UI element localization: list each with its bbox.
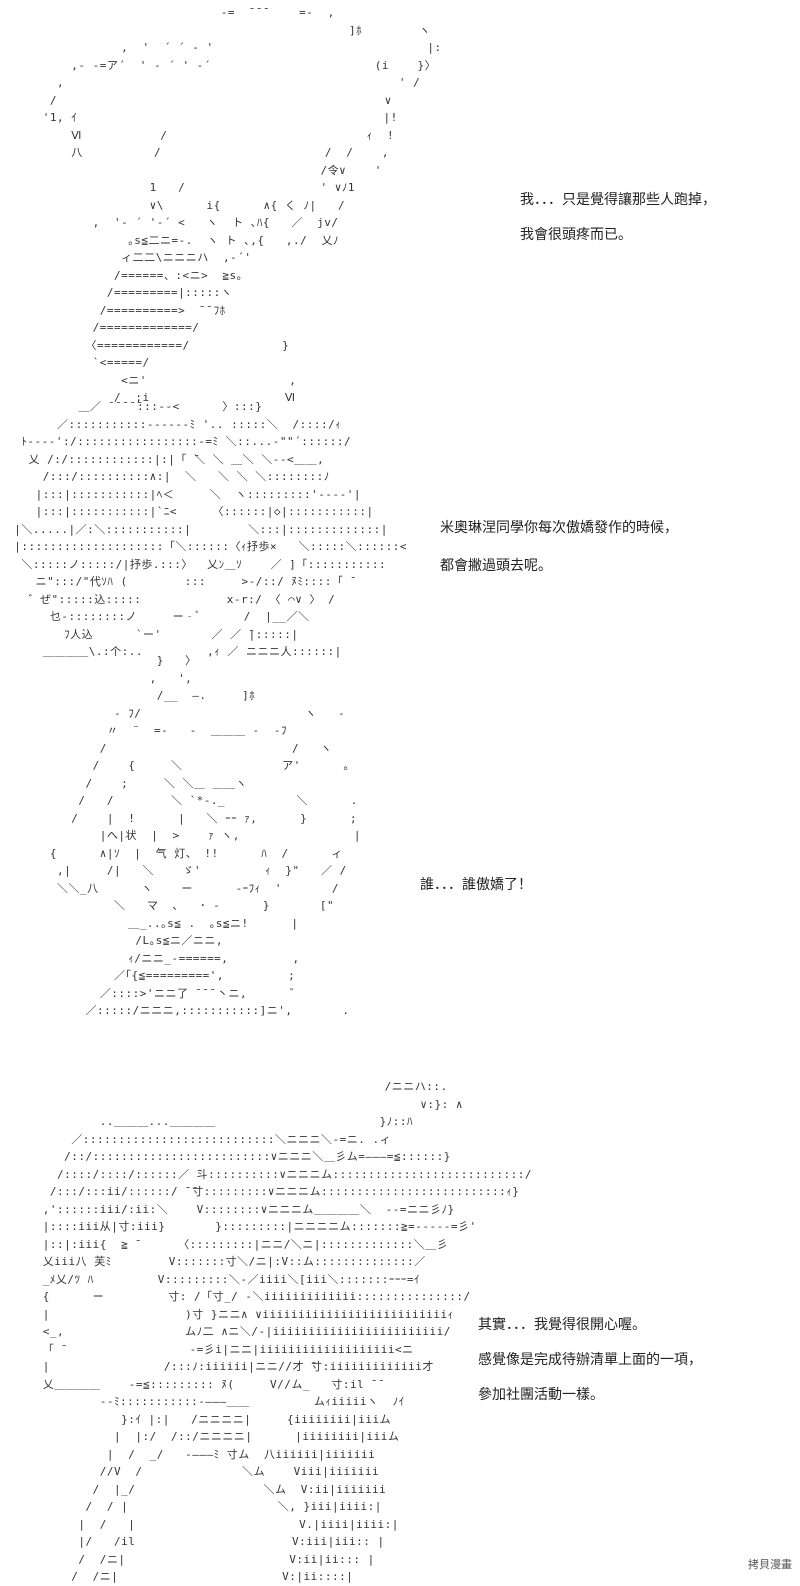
dialogue-line: 誰．．．誰傲嬌了！ (420, 877, 532, 893)
dialogue-panel-2: 米奧琳涅同學你每次傲嬌發作的時候， 都會撇過頭去呢。 (440, 509, 678, 585)
dialogue-panel-1: 我．．．只是覺得讓那些人跑掉， 我會很頭疼而已。 (520, 183, 716, 253)
ascii-art-panel-4: /ニニハ::. ∨:}: ∧ ..＿＿＿...＿＿＿＿ }ﾉ::ﾊ ／:::::… (42, 1080, 532, 1583)
dialogue-line: 米奧琳涅同學你每次傲嬌發作的時候， (440, 520, 678, 536)
dialogue-line: 都會撇過頭去呢。 (440, 558, 552, 574)
dialogue-line: 感覺像是完成待辦清單上面的一項， (478, 1352, 702, 1368)
dialogue-line: 我．．．只是覺得讓那些人跑掉， (520, 192, 716, 208)
dialogue-panel-3: 誰．．．誰傲嬌了！ (420, 868, 532, 903)
ascii-art-panel-3: } 〉 , ', /__ ―. ]ﾎ - ﾌ/ ヽ - 〃 ¨ =- - ＿＿＿… (49, 654, 362, 1017)
dialogue-line: 參加社團活動一樣。 (478, 1387, 604, 1403)
watermark: 拷貝漫畫 (748, 1558, 792, 1571)
ascii-art-panel-1: -= ̄ ̄ ̄ =- , ]ﾎ ヽ , ' ´ ´ ‐ ' |: ,- -=ア… (42, 6, 442, 404)
dialogue-line: 其實．．．我覺得很開心喔。 (478, 1317, 646, 1333)
dialogue-line: 我會很頭疼而已。 (520, 227, 632, 243)
ascii-art-panel-2: ＿／ ̄ ̄ ̄ ̄ ̄:::--< 〉:::} ／:::::::::::---… (14, 400, 408, 658)
dialogue-panel-4: 其實．．．我覺得很開心喔。 感覺像是完成待辦清單上面的一項， 參加社團活動一樣。 (478, 1308, 702, 1413)
